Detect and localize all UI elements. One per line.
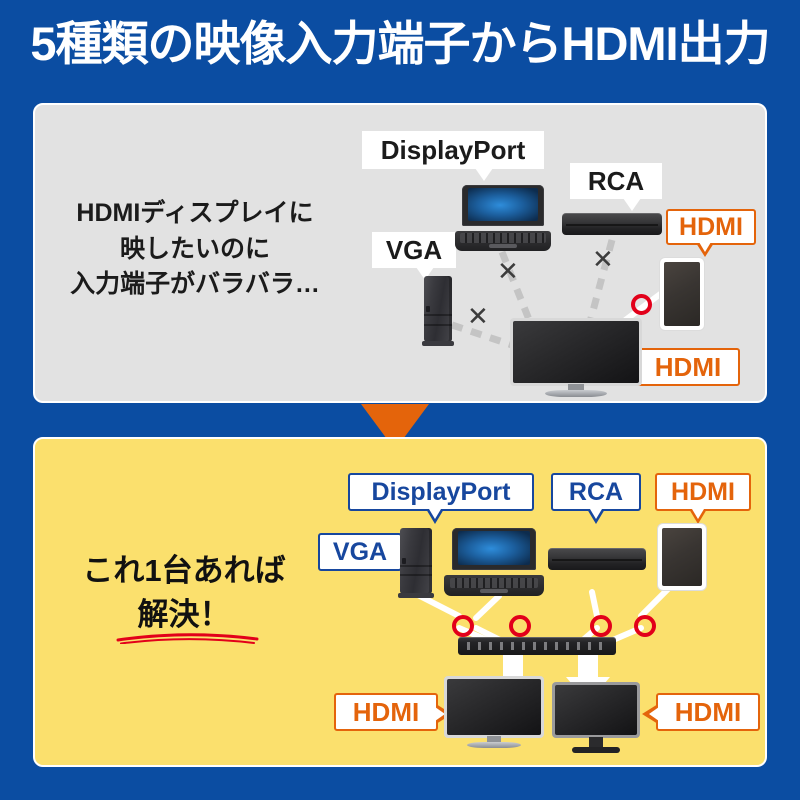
- monitor-base: [572, 747, 620, 753]
- label-hdmi-solution-tablet-text: HDMI: [671, 477, 735, 506]
- device-tv-solution-left: [444, 676, 544, 750]
- label-hdmi-problem-tv-text: HDMI: [654, 352, 722, 382]
- tower-foot: [422, 341, 454, 346]
- tower-body: [422, 276, 454, 346]
- o-mark-icon: [634, 615, 656, 637]
- solution-copy: これ1台あれば 解決！: [34, 550, 334, 636]
- laptop-lid: [462, 185, 544, 226]
- problem-copy-line3: 入力端子がバラバラ…: [70, 270, 320, 298]
- label-hdmi-solution-left-tv: HDMI: [334, 693, 452, 731]
- label-hdmi-solution-tablet: HDMI: [655, 473, 751, 524]
- tablet-screen: [662, 528, 702, 586]
- device-desktop-pc-solution: [398, 528, 434, 598]
- callout-tail-icon: [623, 198, 642, 211]
- device-tablet-solution: [658, 524, 706, 590]
- laptop-base: [454, 230, 552, 251]
- label-displayport-problem: DisplayPort: [362, 131, 544, 181]
- tv-neck: [487, 736, 501, 743]
- laptop-keyboard: [460, 233, 546, 243]
- tower-seam: [424, 323, 452, 326]
- label-rca-problem-text: RCA: [587, 166, 645, 196]
- laptop-base: [444, 574, 544, 596]
- laptop-touchpad: [480, 589, 508, 593]
- monitor-screen: [555, 685, 637, 735]
- device-tv-problem: [510, 318, 642, 397]
- label-displayport-problem-text: DisplayPort: [380, 135, 526, 165]
- label-hdmi-problem-tv: HDMI: [623, 348, 740, 386]
- player-body: [562, 213, 662, 235]
- label-rca-solution-text: RCA: [568, 477, 624, 506]
- label-vga-problem-text: VGA: [385, 235, 443, 265]
- label-vga-solution-text: VGA: [332, 537, 388, 566]
- label-rca-solution: RCA: [551, 473, 641, 524]
- tv-screen: [447, 679, 541, 735]
- tower-body: [398, 528, 434, 598]
- callout-tail-icon: [474, 168, 493, 181]
- problem-copy-line1: HDMIディスプレイに: [76, 199, 314, 227]
- laptop-lid: [452, 528, 536, 571]
- label-displayport-solution: DisplayPort: [348, 473, 534, 524]
- label-hdmi-solution-left-tv-text: HDMI: [352, 697, 420, 727]
- x-mark-icon: ✕: [467, 301, 489, 331]
- tv-frame: [444, 676, 544, 738]
- tower-seam: [400, 564, 432, 567]
- callout-tail-inner-icon: [590, 509, 602, 519]
- callout-tail-inner-icon: [429, 509, 441, 519]
- device-monitor-solution-right: [552, 682, 640, 754]
- page-title: 5種類の映像入力端子からHDMI出力: [30, 17, 770, 70]
- tower-seam: [424, 314, 452, 317]
- solution-copy-line1: これ1台あれば: [82, 553, 286, 588]
- device-blu-ray-player-problem: [562, 213, 662, 235]
- tv-base: [467, 742, 521, 748]
- laptop-touchpad: [489, 244, 517, 248]
- tv-frame: [510, 318, 642, 386]
- x-mark-icon: ✕: [497, 256, 519, 286]
- callout-tail-inner-icon: [692, 509, 704, 519]
- callout-tail-inner-icon: [699, 242, 711, 252]
- device-blu-ray-player-solution: [548, 548, 646, 570]
- label-hdmi-problem-tablet-text: HDMI: [679, 212, 743, 241]
- red-swoosh-underline-icon: [115, 630, 260, 644]
- tv-base: [545, 390, 607, 397]
- device-laptop-solution: [444, 528, 544, 596]
- tablet-screen: [664, 262, 700, 326]
- label-vga-problem: VGA: [372, 232, 456, 280]
- tv-neck: [568, 384, 584, 392]
- label-vga-solution: VGA: [318, 533, 416, 571]
- tv-screen: [513, 321, 639, 383]
- laptop-keyboard: [450, 577, 538, 588]
- problem-copy: HDMIディスプレイに 映したいのに 入力端子がバラバラ…: [40, 196, 350, 303]
- label-rca-problem: RCA: [570, 163, 662, 211]
- monitor-neck: [589, 737, 603, 749]
- o-mark-icon: [631, 294, 652, 315]
- label-hdmi-solution-right-monitor: HDMI: [642, 693, 760, 731]
- tower-seam: [400, 574, 432, 577]
- device-desktop-pc-problem: [422, 276, 454, 346]
- label-displayport-solution-text: DisplayPort: [371, 477, 511, 506]
- solution-copy-line2: 解決！: [137, 596, 231, 632]
- label-hdmi-problem-tablet: HDMI: [666, 209, 756, 257]
- o-mark-icon: [452, 615, 474, 637]
- player-body: [548, 548, 646, 570]
- device-hdmi-switcher: [458, 637, 616, 655]
- device-tablet-problem: [660, 258, 704, 330]
- laptop-screen: [467, 188, 539, 221]
- o-mark-icon: [509, 615, 531, 637]
- switcher-front-panel: [467, 642, 607, 650]
- label-hdmi-solution-right-monitor-text: HDMI: [674, 697, 742, 727]
- problem-copy-line2: 映したいのに: [119, 234, 270, 263]
- x-mark-icon: ✕: [592, 244, 614, 274]
- callout-tail-inner-icon: [435, 707, 445, 721]
- o-mark-icon: [590, 615, 612, 637]
- monitor-frame: [552, 682, 640, 738]
- tower-foot: [398, 593, 434, 598]
- device-laptop-problem: [454, 185, 552, 251]
- laptop-screen: [457, 531, 531, 566]
- callout-tail-inner-icon: [649, 707, 659, 721]
